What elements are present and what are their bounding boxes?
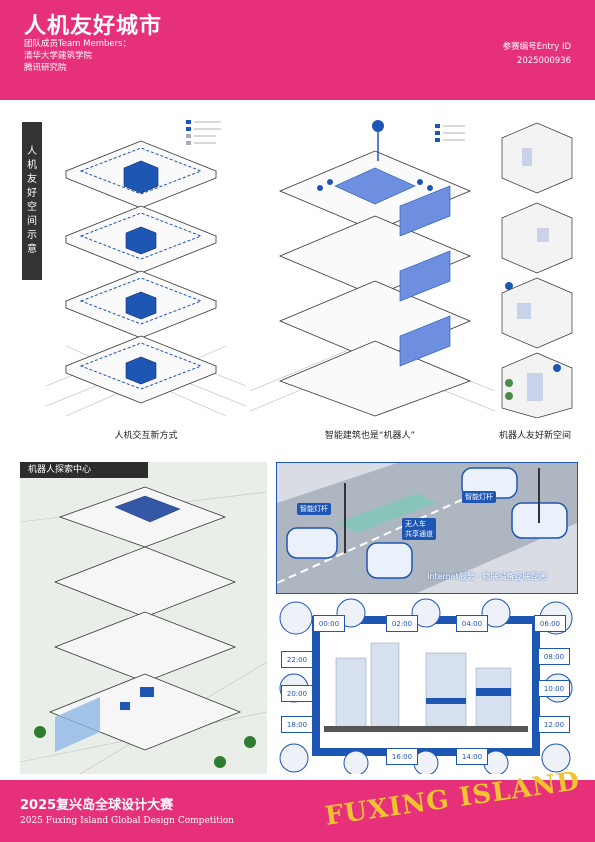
header-banner: 人机友好城市 团队成员Team Members： 清华大学建筑学院 腾讯研究院 …	[0, 0, 595, 100]
side-char: 人	[27, 146, 37, 157]
smart-pole-tag-2: 智能灯杆	[462, 491, 496, 503]
footer-banner: 2025复兴岛全球设计大赛 2025 Fuxing Island Global …	[0, 766, 595, 842]
timeline-panel: 00:00 22:00 20:00 18:00 02:00 04:00 06:0…	[276, 598, 576, 774]
time-12: 12:00	[538, 716, 570, 733]
member-2: 腾讯研究院	[24, 63, 67, 73]
street-banner: Internet服务 · 物联设备互联互通	[427, 572, 547, 581]
time-14: 14:00	[456, 748, 488, 765]
interaction-diagram	[46, 116, 246, 421]
side-char: 意	[27, 244, 37, 255]
caption-smart-building: 智能建筑也是“机器人”	[324, 431, 416, 441]
smart-building-diagram	[250, 116, 495, 421]
time-08: 08:00	[538, 648, 570, 665]
side-char: 空	[27, 202, 37, 213]
competition-title-cn: 2025复兴岛全球设计大赛	[20, 798, 174, 813]
caption-robot-space: 机器人友好新空间	[498, 431, 571, 441]
time-00: 00:00	[313, 615, 345, 632]
street-scene-panel: 智能灯杆 智能灯杆 无人车 共享通道 Internet服务 · 物联设备互联互通	[276, 462, 578, 594]
exploration-center-panel: 机器人探索中心	[20, 462, 267, 774]
time-16: 16:00	[386, 748, 418, 765]
side-char: 机	[27, 160, 37, 171]
member-1: 清华大学建筑学院	[24, 51, 93, 61]
team-label: 团队成员Team Members：	[24, 39, 132, 49]
side-char: 间	[27, 216, 37, 227]
exploration-center-title: 机器人探索中心	[20, 462, 148, 478]
side-char: 友	[27, 174, 37, 185]
time-10: 10:00	[538, 680, 570, 697]
entry-label: 参赛编号Entry ID	[502, 42, 571, 52]
time-02: 02:00	[386, 615, 418, 632]
time-20: 20:00	[281, 685, 313, 702]
entry-id: 2025000936	[516, 56, 571, 66]
side-char: 示	[27, 230, 37, 241]
team-members: 团队成员Team Members： 清华大学建筑学院 腾讯研究院	[24, 38, 131, 74]
time-18: 18:00	[281, 716, 313, 733]
smart-pole-tag-1: 智能灯杆	[297, 503, 331, 515]
time-22: 22:00	[281, 651, 313, 668]
page-title: 人机友好城市	[24, 14, 163, 39]
time-06: 06:00	[534, 615, 566, 632]
caption-interaction: 人机交互新方式	[114, 431, 178, 441]
fuxing-island-logo: FUXING ISLAND	[322, 766, 582, 832]
shared-lane-tag: 无人车 共享通道	[402, 518, 436, 540]
section-side-label: 人 机 友 好 空 间 示 意	[22, 122, 42, 280]
time-04: 04:00	[456, 615, 488, 632]
side-char: 好	[27, 188, 37, 199]
competition-title-en: 2025 Fuxing Island Global Design Competi…	[20, 816, 234, 826]
entry-info: 参赛编号Entry ID 2025000936	[503, 40, 571, 68]
robot-friendly-space-diagram	[497, 118, 577, 418]
